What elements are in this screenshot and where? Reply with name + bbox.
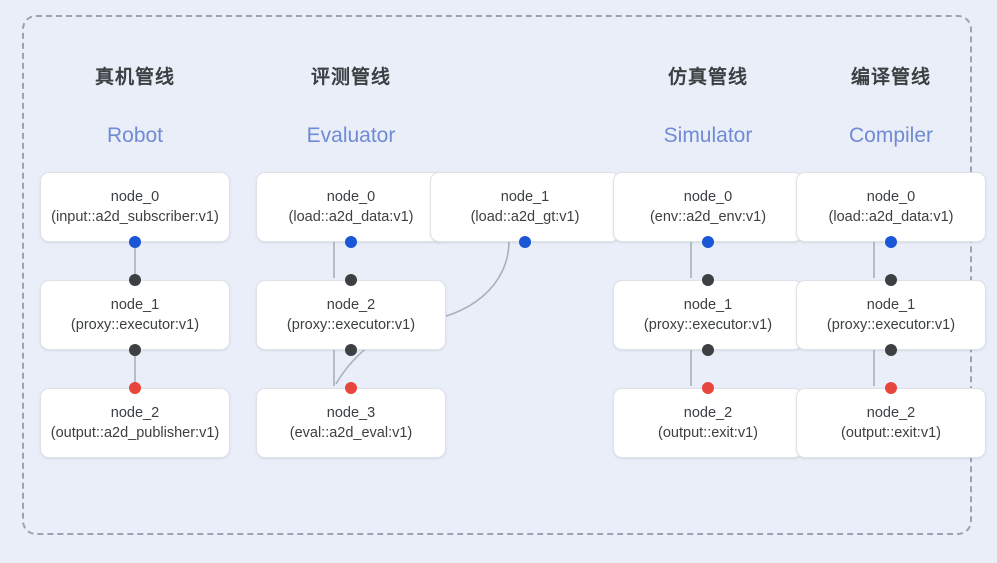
port-input-robot-row2[interactable]	[129, 382, 141, 394]
node-name: node_2	[683, 404, 733, 421]
node-type: (output::exit:v1)	[658, 424, 758, 441]
port-input-compiler-row1[interactable]	[885, 274, 897, 286]
port-input-compiler-row2[interactable]	[885, 382, 897, 394]
node-name: node_0	[110, 188, 160, 205]
column-title-en-compiler: Compiler	[848, 124, 934, 147]
node-name: node_1	[683, 296, 733, 313]
node-card-simulator-node_0[interactable]: node_0(env::a2d_env:v1)	[613, 172, 803, 242]
column-title-cn-compiler: 编译管线	[850, 67, 931, 88]
port-output-simulator-row0[interactable]	[702, 236, 714, 248]
column-title-en-evaluator: Evaluator	[306, 124, 396, 147]
port-input-evaluator-row2[interactable]	[345, 382, 357, 394]
node-type: (proxy::executor:v1)	[70, 316, 200, 333]
node-card-compiler-node_1[interactable]: node_1(proxy::executor:v1)	[796, 280, 986, 350]
node-card-evaluator-node_0[interactable]: node_0(load::a2d_data:v1)	[256, 172, 446, 242]
node-card-evaluator-node_3[interactable]: node_3(eval::a2d_eval:v1)	[256, 388, 446, 458]
node-type: (load::a2d_gt:v1)	[470, 208, 580, 225]
port-output-compiler-row0[interactable]	[885, 236, 897, 248]
node-type: (eval::a2d_eval:v1)	[289, 424, 413, 441]
node-name: node_2	[326, 296, 376, 313]
node-type: (load::a2d_data:v1)	[828, 208, 954, 225]
node-type: (proxy::executor:v1)	[286, 316, 416, 333]
column-title-en-simulator: Simulator	[663, 124, 753, 147]
node-card-evaluator-node_1-alt[interactable]: node_1(load::a2d_gt:v1)	[430, 172, 620, 242]
node-name: node_0	[866, 188, 916, 205]
node-card-simulator-node_1[interactable]: node_1(proxy::executor:v1)	[613, 280, 803, 350]
node-card-compiler-node_2[interactable]: node_2(output::exit:v1)	[796, 388, 986, 458]
port-output-robot-row1[interactable]	[129, 344, 141, 356]
node-type: (output::a2d_publisher:v1)	[50, 424, 220, 441]
port-input-robot-row1[interactable]	[129, 274, 141, 286]
node-card-robot-node_2[interactable]: node_2(output::a2d_publisher:v1)	[40, 388, 230, 458]
node-type: (env::a2d_env:v1)	[649, 208, 767, 225]
node-name: node_2	[866, 404, 916, 421]
node-card-simulator-node_2[interactable]: node_2(output::exit:v1)	[613, 388, 803, 458]
port-output-evaluator-row0[interactable]	[345, 236, 357, 248]
node-type: (proxy::executor:v1)	[826, 316, 956, 333]
node-name: node_1	[110, 296, 160, 313]
node-card-evaluator-node_2[interactable]: node_2(proxy::executor:v1)	[256, 280, 446, 350]
node-name: node_1	[500, 188, 550, 205]
node-name: node_0	[683, 188, 733, 205]
port-output-simulator-row1[interactable]	[702, 344, 714, 356]
node-type: (input::a2d_subscriber:v1)	[51, 208, 219, 225]
port-input-simulator-row1[interactable]	[702, 274, 714, 286]
column-title-en-robot: Robot	[106, 124, 164, 147]
node-name: node_2	[110, 404, 160, 421]
port-output-compiler-row1[interactable]	[885, 344, 897, 356]
column-title-cn-evaluator: 评测管线	[310, 67, 391, 88]
node-name: node_1	[866, 296, 916, 313]
node-card-robot-node_0[interactable]: node_0(input::a2d_subscriber:v1)	[40, 172, 230, 242]
node-name: node_0	[326, 188, 376, 205]
port-input-simulator-row2[interactable]	[702, 382, 714, 394]
port-output-evaluator-row1[interactable]	[345, 344, 357, 356]
node-type: (load::a2d_data:v1)	[288, 208, 414, 225]
column-title-cn-simulator: 仿真管线	[667, 67, 748, 88]
column-title-cn-robot: 真机管线	[94, 67, 175, 88]
port-input-evaluator-row1[interactable]	[345, 274, 357, 286]
node-card-robot-node_1[interactable]: node_1(proxy::executor:v1)	[40, 280, 230, 350]
port-output-evaluator-alt[interactable]	[519, 236, 531, 248]
node-type: (proxy::executor:v1)	[643, 316, 773, 333]
node-card-compiler-node_0[interactable]: node_0(load::a2d_data:v1)	[796, 172, 986, 242]
node-name: node_3	[326, 404, 376, 421]
port-output-robot-row0[interactable]	[129, 236, 141, 248]
node-type: (output::exit:v1)	[841, 424, 941, 441]
